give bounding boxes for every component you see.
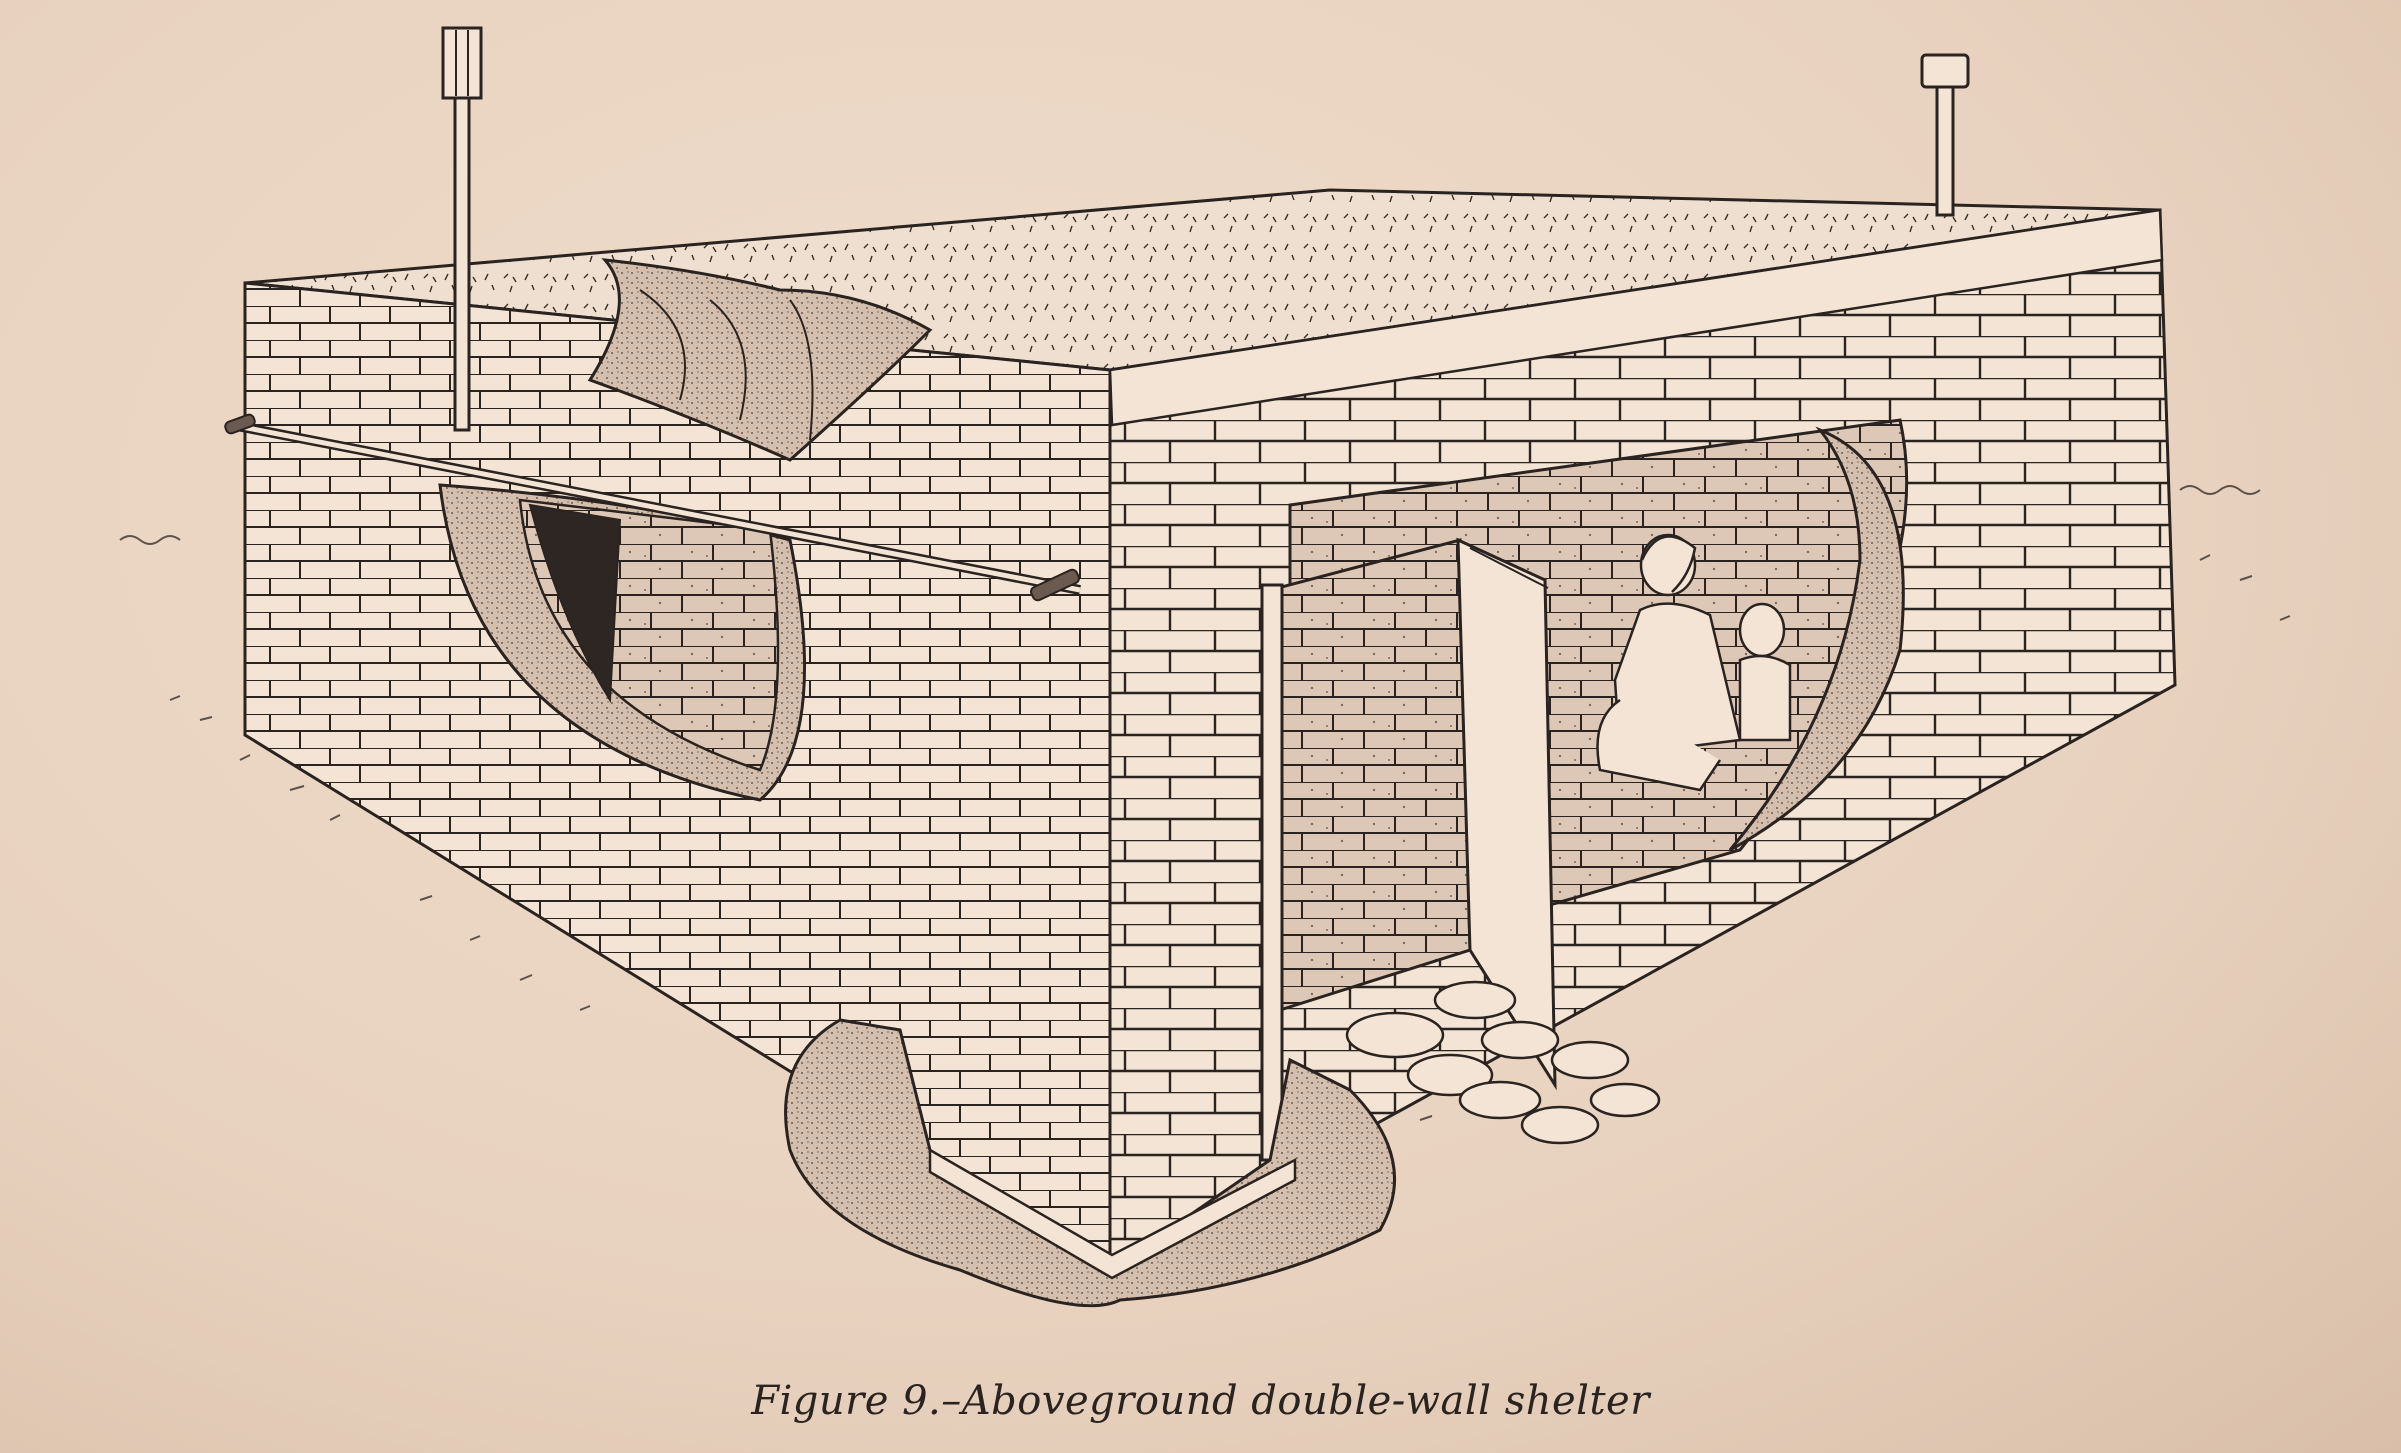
left-opening-dark [528,503,622,704]
vent-pipe-left [441,26,483,432]
person-child [1738,602,1792,742]
door-post [1260,583,1284,1162]
foundation-excavation [784,1018,1396,1308]
person-adult [1596,533,1742,792]
doorway [1268,538,1472,1013]
vent-pipe-right [1920,53,1970,217]
stepping-stones [1345,980,1661,1145]
door [1456,537,1557,1091]
coping-band [1108,208,2164,427]
shelter-illustration [119,26,2291,1308]
footing [928,1147,1297,1280]
roof-covering-fold [587,258,933,462]
right-cutaway-stipple [1728,426,1905,852]
figure-caption: Figure 9.–Aboveground double-wall shelte… [751,1378,1650,1424]
